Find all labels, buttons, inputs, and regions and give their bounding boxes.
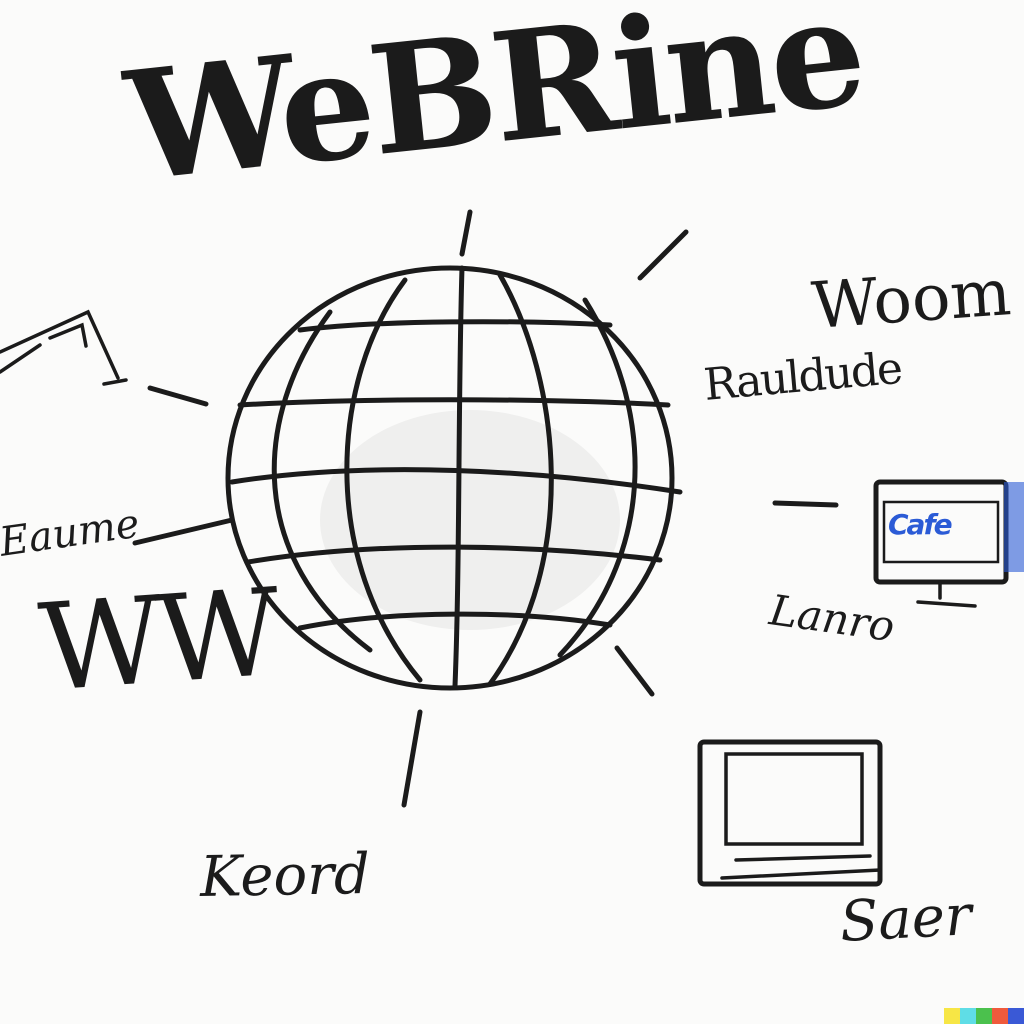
monitor-icon bbox=[873, 479, 1024, 608]
laptop-icon bbox=[697, 739, 883, 887]
watermark-swatch bbox=[976, 1008, 992, 1024]
globe-icon bbox=[225, 265, 683, 691]
monitor-screen-text: Cafe bbox=[888, 508, 953, 541]
watermark-swatch bbox=[1008, 1008, 1024, 1024]
watermark-swatch bbox=[960, 1008, 976, 1024]
watermark-swatch bbox=[944, 1008, 960, 1024]
www-label: WW bbox=[35, 563, 279, 719]
saer-label: Saer bbox=[838, 883, 974, 955]
keord-label: Keord bbox=[199, 842, 371, 910]
device-doodle-left bbox=[0, 309, 128, 386]
connector-lines bbox=[132, 209, 839, 808]
watermark bbox=[944, 1008, 1024, 1024]
watermark-swatch bbox=[992, 1008, 1008, 1024]
woom-label: Woom bbox=[809, 256, 1014, 344]
